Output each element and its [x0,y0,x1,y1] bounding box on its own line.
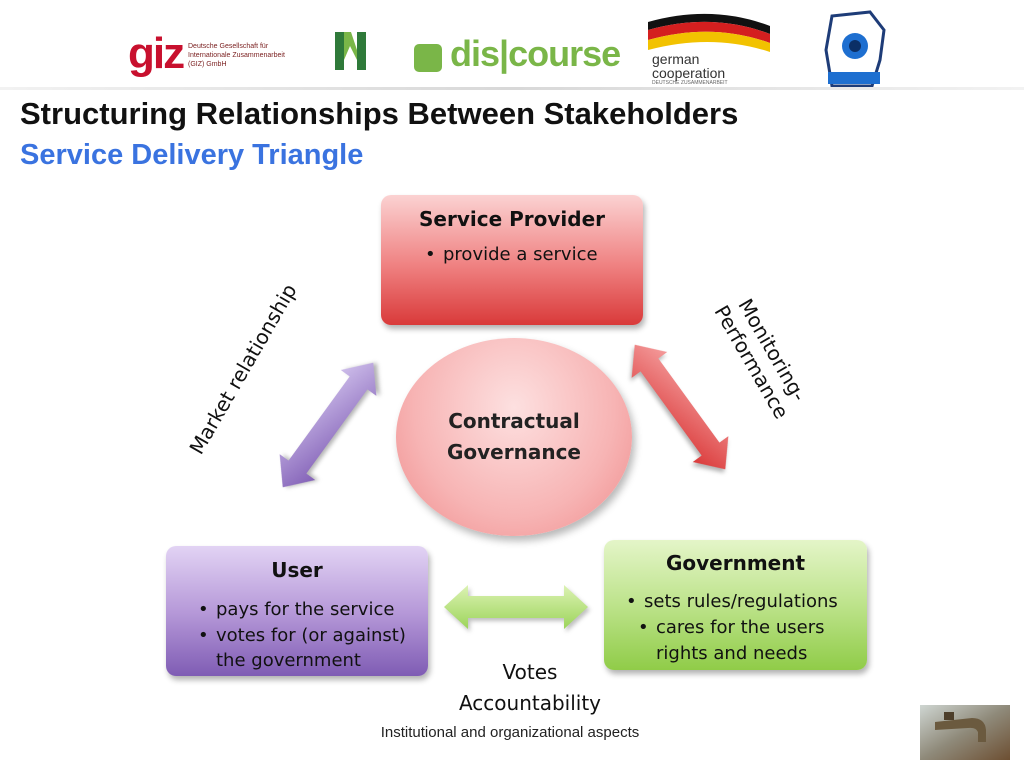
government-title: Government [665,551,806,575]
votes-label-line-1: Votes [502,660,558,684]
service-provider-list: provide a service [425,243,643,267]
giz-logo-subtitle: Deutsche Gesellschaft für Internationale… [188,43,285,68]
government-list: sets rules/regulations cares for the use… [626,589,867,667]
kenya-water-logo [824,10,886,88]
government-item: cares for the users rights and needs [638,615,846,667]
german-cooperation-logo: german cooperation [652,51,726,81]
m-logo [335,10,886,88]
government-box: Government sets rules/regulations cares … [604,540,867,670]
footer-text: Institutional and organizational aspects [380,724,640,741]
government-item: sets rules/regulations [626,589,867,615]
votes-accountability-label: Votes Accountability [440,657,620,719]
user-box: User pays for the service votes for (or … [166,546,428,676]
service-provider-item: provide a service [425,243,643,267]
service-provider-title: Service Provider [418,207,605,231]
user-title: User [271,558,323,582]
page-subtitle: Service Delivery Triangle [20,139,364,171]
logo-bar: giz Deutsche Gesellschaft für Internatio… [0,0,1024,90]
discourse-logo-square [414,44,442,72]
user-item: votes for (or against) the government [198,623,416,673]
contractual-governance-ellipse: Contractual Governance [396,338,632,536]
service-provider-box: Service Provider provide a service [381,195,643,325]
page-title: Structuring Relationships Between Stakeh… [20,96,739,131]
market-arrow [279,362,377,488]
m-logo-mark [335,32,366,70]
german-flag-swoosh [648,13,770,52]
center-label-line-2: Governance [446,440,581,464]
user-item: pays for the service [198,596,428,623]
german-cooperation-logo-sub: DEUTSCHE ZUSAMMENARBEIT [652,80,728,86]
votes-label-line-2: Accountability [458,691,602,715]
user-list: pays for the service votes for (or again… [198,596,428,673]
discourse-logo: dis|course [450,33,621,74]
center-label-line-1: Contractual [448,409,580,433]
footer-caption: Institutional and organizational aspects [0,724,1024,741]
monitoring-arrow [631,344,729,470]
giz-logo: giz [128,29,185,78]
votes-arrow [444,585,588,629]
